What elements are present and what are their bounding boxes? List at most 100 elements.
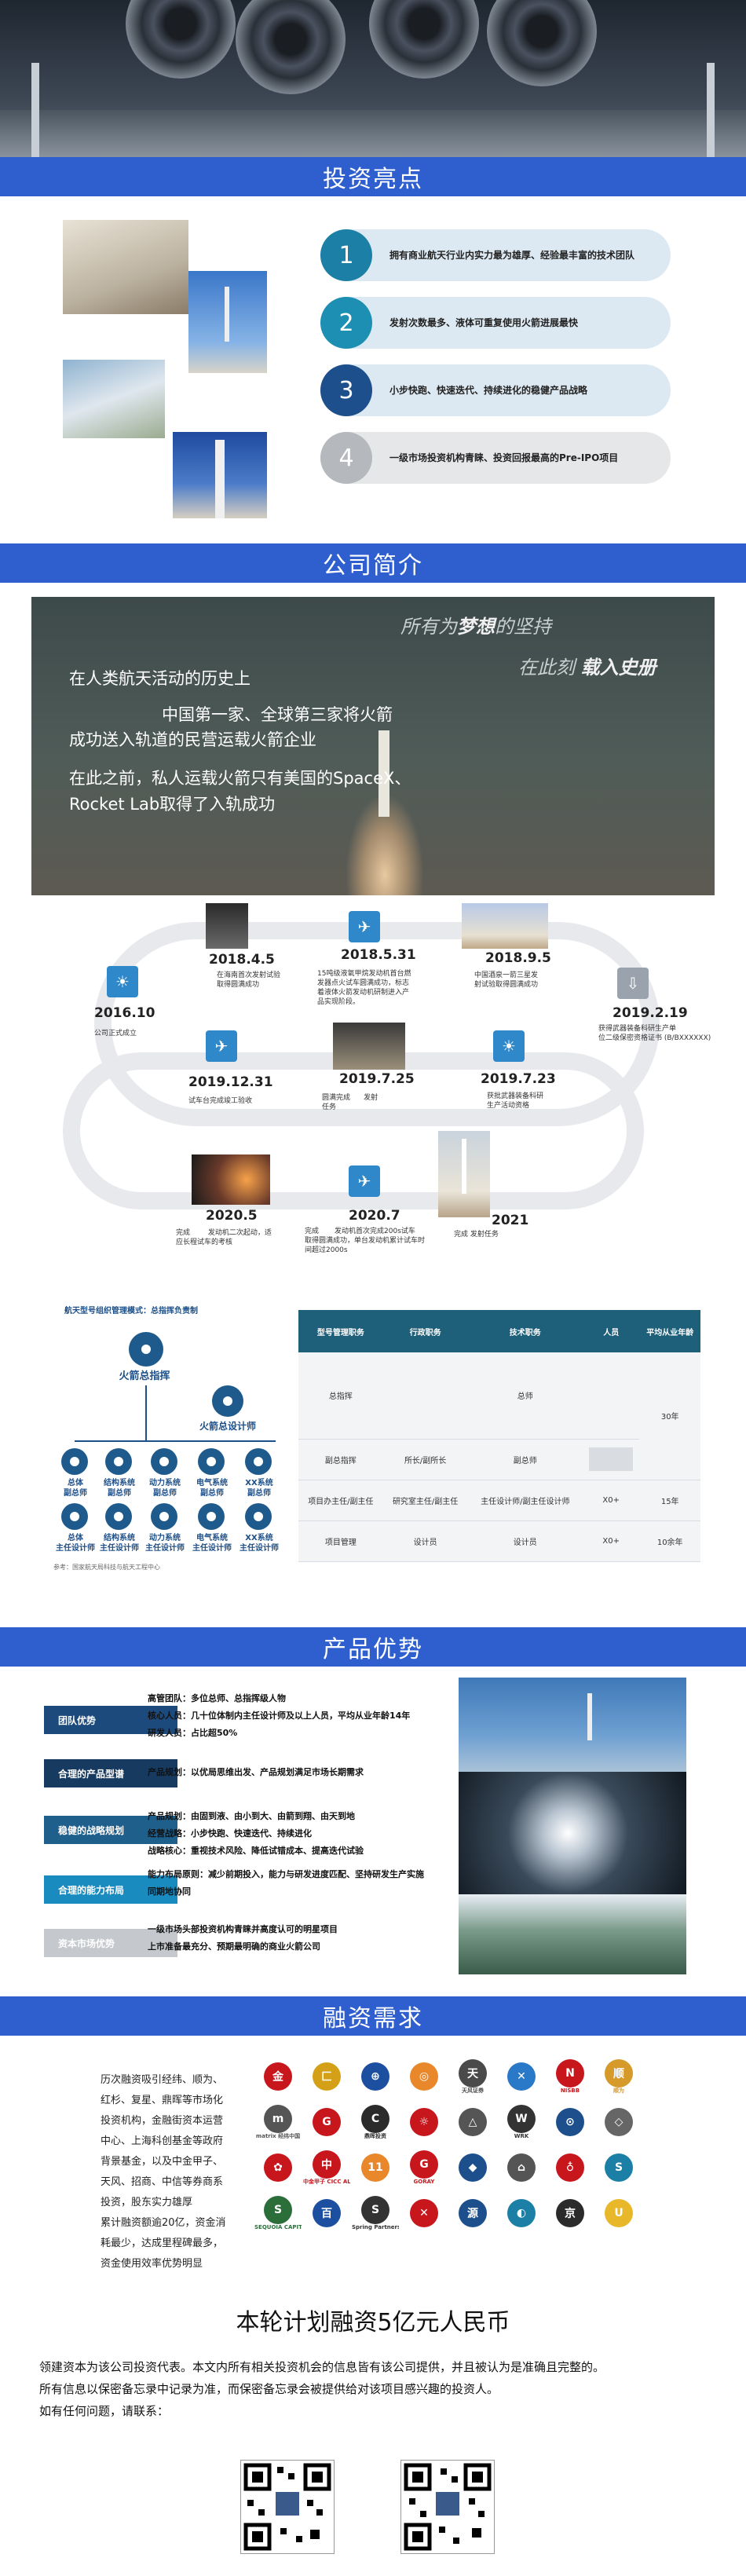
logo-mark-icon: G: [410, 2150, 438, 2179]
rocket-silhouette: [378, 730, 389, 817]
company-intro-image: 所有为梦想的坚持 在此刻 载入史册 在人类航天活动的历史上 中国第一家、全球第三…: [31, 597, 715, 895]
logo-label: GORAY: [413, 2178, 435, 2185]
rocket-fairing-photo: [63, 220, 188, 314]
investor-logo: ◐: [501, 2193, 542, 2234]
rocket-icon: ✈: [349, 1165, 380, 1197]
logo-mark-icon: 11: [361, 2153, 389, 2182]
highlight-text: 小步快跑、快速迭代、持续进化的稳健产品战略: [389, 384, 588, 396]
person-icon: [151, 1448, 177, 1475]
logo-mark-icon: ⊕: [361, 2062, 389, 2091]
logo-mark-icon: 百: [313, 2199, 341, 2227]
person-icon: [105, 1503, 132, 1530]
rocket-launch-photo: [188, 271, 267, 373]
investor-logo: ◇: [598, 2102, 639, 2142]
advantage-tag: 团队优势: [44, 1706, 177, 1734]
org-table: 型号管理职务 行政职务 技术职务 人员 平均从业年龄 总指挥 总师 30年 副总…: [298, 1310, 700, 1562]
lightbulb-icon: ☀: [493, 1030, 525, 1062]
advantage-text: 能力布局原则：减少前期投入，能力与研发进度匹配、坚持研发生产实施同期地协同: [148, 1869, 424, 1897]
investor-logo: 匚: [306, 2056, 347, 2097]
investor-logo: ✕: [404, 2193, 444, 2234]
engine-test-photo: [192, 1154, 270, 1205]
logo-mark-icon: 匚: [313, 2062, 341, 2091]
hero-floor: [0, 110, 746, 157]
logo-label: Spring Partners: [352, 2223, 399, 2230]
qr-code[interactable]: [240, 2460, 335, 2554]
highlight-item-4: 4 一级市场投资机构青睐、投资回报最高的Pre-IPO项目: [320, 432, 671, 484]
highlight-text: 发射次数最多、液体可重复使用火箭进展最快: [389, 317, 579, 328]
logo-label: WRK: [514, 2132, 529, 2139]
logo-mark-icon: 天: [459, 2058, 487, 2088]
investor-logo: 金: [258, 2056, 298, 2097]
logo-mark-icon: ✕: [507, 2062, 536, 2091]
logo-mark-icon: ◇: [605, 2108, 633, 2136]
logo-mark-icon: ◐: [507, 2199, 536, 2227]
investor-logo: 京: [550, 2193, 591, 2234]
investor-logo: S: [598, 2147, 639, 2188]
table-row: 项目管理 设计员 设计员 X0+ 10余年: [298, 1520, 700, 1562]
investor-logo: 顺顺为: [598, 2056, 639, 2097]
logo-mark-icon: N: [556, 2058, 584, 2088]
logo-mark-icon: 源: [459, 2199, 487, 2227]
lightbulb-icon: ☀: [107, 966, 138, 997]
investor-logo: ⊙: [550, 2102, 591, 2142]
investor-logo: G: [306, 2102, 347, 2142]
table-row: 项目办主任/副主任 研究室主任/副主任 主任设计师/副主任设计师 X0+ 15年: [298, 1480, 700, 1521]
intro-line-5: Rocket Lab取得了入轨成功: [69, 795, 276, 814]
investor-logo: U: [598, 2193, 639, 2234]
logo-mark-icon: 京: [556, 2199, 584, 2227]
investor-logo: △: [452, 2102, 493, 2142]
investor-logo: 11: [355, 2147, 396, 2188]
person-icon: [212, 1385, 243, 1417]
highlight-item-1: 1 拥有商业航天行业内实力最为雄厚、经验最丰富的技术团队: [320, 229, 671, 281]
factory-aerial-photo: [63, 360, 165, 438]
investor-logo: ✿: [258, 2147, 298, 2188]
hero-rocket-engines-image: [0, 0, 746, 157]
finance-description: 历次融资吸引经纬、顺为、 红杉、复星、鼎晖等市场化 投资机构，金融街资本运营 中…: [101, 2074, 226, 2270]
person-icon: [198, 1448, 225, 1475]
highlight-item-3: 3 小步快跑、快速迭代、持续进化的稳健产品战略: [320, 364, 671, 416]
highlight-number: 3: [320, 364, 372, 416]
logo-mark-icon: ♁: [556, 2153, 584, 2182]
person-icon: [61, 1448, 88, 1475]
person-icon: [245, 1448, 272, 1475]
logo-mark-icon: S: [605, 2153, 633, 2182]
highlight-number: 2: [320, 297, 372, 349]
funding-headline: 本轮计划融资5亿元人民币: [236, 2309, 510, 2336]
logo-mark-icon: 中: [313, 2150, 341, 2179]
investor-logo: ◆: [452, 2147, 493, 2188]
logo-label: NISBB: [560, 2087, 580, 2094]
section-banner-company: 公司简介: [0, 543, 746, 583]
logo-mark-icon: ⌂: [507, 2153, 536, 2182]
section-banner-product: 产品优势: [0, 1627, 746, 1667]
disclaimer: 领建资本为该公司投资代表。本文内所有相关投资机会的信息皆有该公司提供，并且被认为…: [39, 2360, 605, 2418]
intro-line-4: 在此之前，私人运载火箭只有美国的SpaceX、: [69, 769, 411, 788]
logo-label: 天风证券: [462, 2087, 484, 2094]
logo-mark-icon: ✿: [264, 2153, 292, 2182]
advantage-tag: 稳健的战略规划: [44, 1816, 177, 1844]
investor-logo: ✕: [501, 2056, 542, 2097]
logo-mark-icon: ⊙: [556, 2108, 584, 2136]
logo-mark-icon: ◎: [410, 2062, 438, 2091]
advantage-text: 产品规划：以优局思维出发、产品规划满足市场长期需求: [148, 1767, 364, 1777]
team-photo: [459, 1894, 686, 1974]
launch-photo: [206, 903, 248, 949]
investor-logo: ☼: [404, 2102, 444, 2142]
person-icon: [61, 1503, 88, 1530]
qr-code[interactable]: [400, 2460, 495, 2554]
engine-nozzle: [487, 0, 597, 86]
logo-mark-icon: ◆: [459, 2153, 487, 2182]
engine-nozzle: [369, 0, 479, 79]
logo-mark-icon: 顺: [605, 2058, 633, 2088]
highlight-item-2: 2 发射次数最多、液体可重复使用火箭进展最快: [320, 297, 671, 349]
download-icon: ⇩: [617, 968, 649, 999]
stage-separation-photo: [459, 1772, 686, 1894]
section-banner-finance: 融资需求: [0, 1996, 746, 2036]
launch-site-photo: [462, 903, 548, 949]
advantage-tag: 合理的能力布局: [44, 1875, 177, 1904]
logo-mark-icon: △: [459, 2108, 487, 2136]
logo-label: 中金甲子 CICC ALPHA: [303, 2178, 350, 2185]
